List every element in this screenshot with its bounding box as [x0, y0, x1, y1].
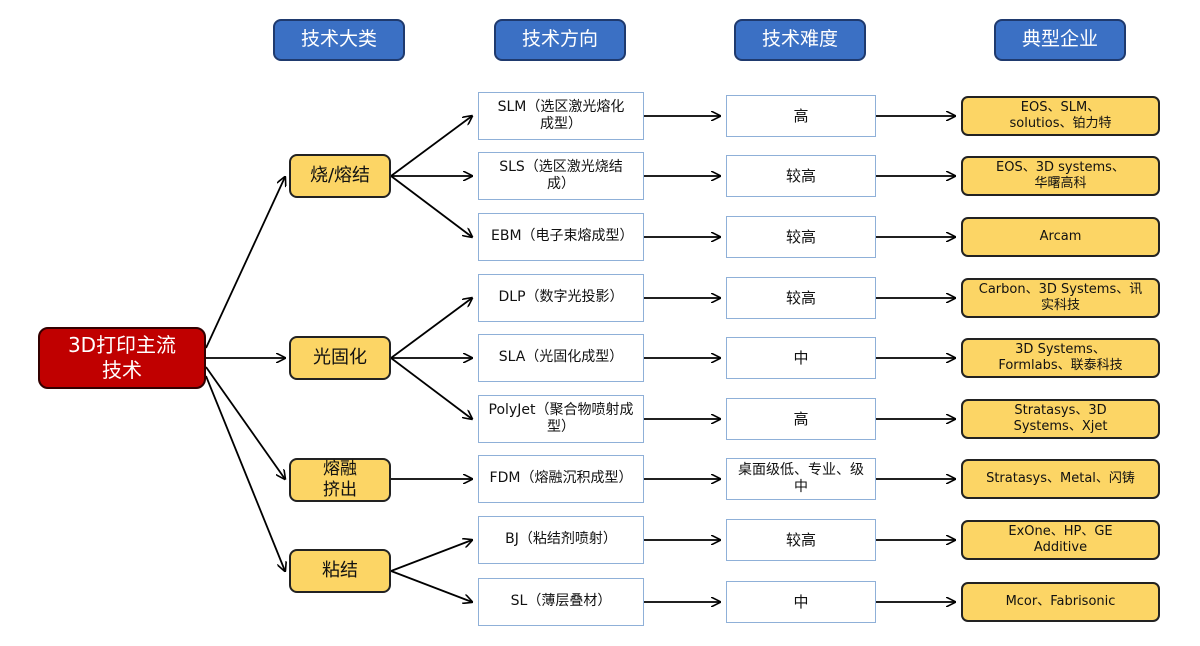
arrow-root-cat-0 — [205, 177, 285, 349]
companies-label: Stratasys、3D Systems、Xjet — [1013, 402, 1108, 434]
category-label: 熔融挤出 — [323, 458, 357, 500]
direction-box: DLP（数字光投影） — [478, 274, 644, 322]
direction-box: EBM（电子束熔成型） — [478, 213, 644, 261]
companies-box: Carbon、3D Systems、讯实科技 — [961, 278, 1160, 318]
header-direction: 技术方向 — [494, 19, 626, 61]
companies-label: Carbon、3D Systems、讯实科技 — [978, 281, 1143, 313]
companies-box: 3D Systems、Formlabs、联泰科技 — [961, 338, 1160, 378]
difficulty-box: 高 — [726, 398, 876, 440]
arrow-cat3-row7 — [390, 540, 472, 572]
arrow-cat0-row2 — [390, 175, 472, 237]
companies-box: Arcam — [961, 217, 1160, 257]
category-photopolymer: 光固化 — [289, 336, 391, 380]
root-node: 3D打印主流技术 — [38, 327, 206, 389]
difficulty-box: 较高 — [726, 216, 876, 258]
direction-box: BJ（粘结剂喷射） — [478, 516, 644, 564]
direction-label: SLM（选区激光熔化成型） — [497, 98, 625, 133]
direction-box: PolyJet（聚合物喷射成型） — [478, 395, 644, 443]
difficulty-box: 较高 — [726, 155, 876, 197]
arrow-root-cat-3 — [205, 375, 285, 571]
companies-label: EOS、3D systems、华曙高科 — [996, 159, 1125, 191]
category-sinter: 烧/熔结 — [289, 154, 391, 198]
direction-box: SLM（选区激光熔化成型） — [478, 92, 644, 140]
category-extrusion: 熔融挤出 — [289, 458, 391, 502]
category-binding: 粘结 — [289, 549, 391, 593]
arrow-cat0-row0 — [390, 116, 472, 177]
difficulty-box: 较高 — [726, 519, 876, 561]
direction-label: PolyJet（聚合物喷射成型） — [488, 401, 634, 436]
direction-box: SLA（光固化成型） — [478, 334, 644, 382]
difficulty-box: 高 — [726, 95, 876, 137]
direction-label: BJ（粘结剂喷射） — [505, 531, 617, 548]
arrow-cat3-row8 — [390, 570, 472, 602]
companies-label: EOS、SLM、solutios、铂力特 — [1009, 99, 1112, 131]
direction-box: SL（薄层叠材） — [478, 578, 644, 626]
companies-label: Arcam — [1039, 228, 1082, 244]
header-difficulty: 技术难度 — [734, 19, 866, 61]
companies-box: ExOne、HP、GE Additive — [961, 520, 1160, 560]
arrow-cat1-row3 — [390, 298, 472, 359]
difficulty-box: 较高 — [726, 277, 876, 319]
direction-box: FDM（熔融沉积成型） — [478, 455, 644, 503]
direction-label: SLS（选区激光烧结成） — [499, 158, 623, 193]
difficulty-label: 桌面级低、专业、级中 — [738, 461, 864, 496]
companies-box: EOS、SLM、solutios、铂力特 — [961, 96, 1160, 136]
direction-label: EBM（电子束熔成型） — [491, 228, 634, 245]
companies-label: ExOne、HP、GE Additive — [1008, 523, 1113, 555]
direction-label: SL（薄层叠材） — [510, 593, 612, 610]
difficulty-box: 中 — [726, 337, 876, 379]
header-category: 技术大类 — [273, 19, 405, 61]
difficulty-box: 桌面级低、专业、级中 — [726, 458, 876, 500]
direction-label: DLP（数字光投影） — [498, 289, 624, 306]
direction-label: FDM（熔融沉积成型） — [489, 470, 633, 487]
category-label: 粘结 — [322, 559, 358, 581]
companies-label: Mcor、Fabrisonic — [1005, 593, 1116, 609]
category-label: 烧/熔结 — [309, 164, 371, 186]
companies-label: Stratasys、Metal、闪铸 — [986, 470, 1135, 486]
difficulty-box: 中 — [726, 581, 876, 623]
header-companies: 典型企业 — [994, 19, 1126, 61]
companies-box: Mcor、Fabrisonic — [961, 582, 1160, 622]
companies-box: Stratasys、3D Systems、Xjet — [961, 399, 1160, 439]
category-label: 光固化 — [313, 346, 367, 368]
direction-box: SLS（选区激光烧结成） — [478, 152, 644, 200]
direction-label: SLA（光固化成型） — [498, 349, 624, 366]
root-label: 3D打印主流技术 — [67, 333, 177, 382]
arrow-root-cat-2 — [205, 366, 285, 479]
companies-label: 3D Systems、Formlabs、联泰科技 — [998, 341, 1123, 373]
arrow-cat1-row5 — [390, 357, 472, 419]
companies-box: EOS、3D systems、华曙高科 — [961, 156, 1160, 196]
companies-box: Stratasys、Metal、闪铸 — [961, 459, 1160, 499]
